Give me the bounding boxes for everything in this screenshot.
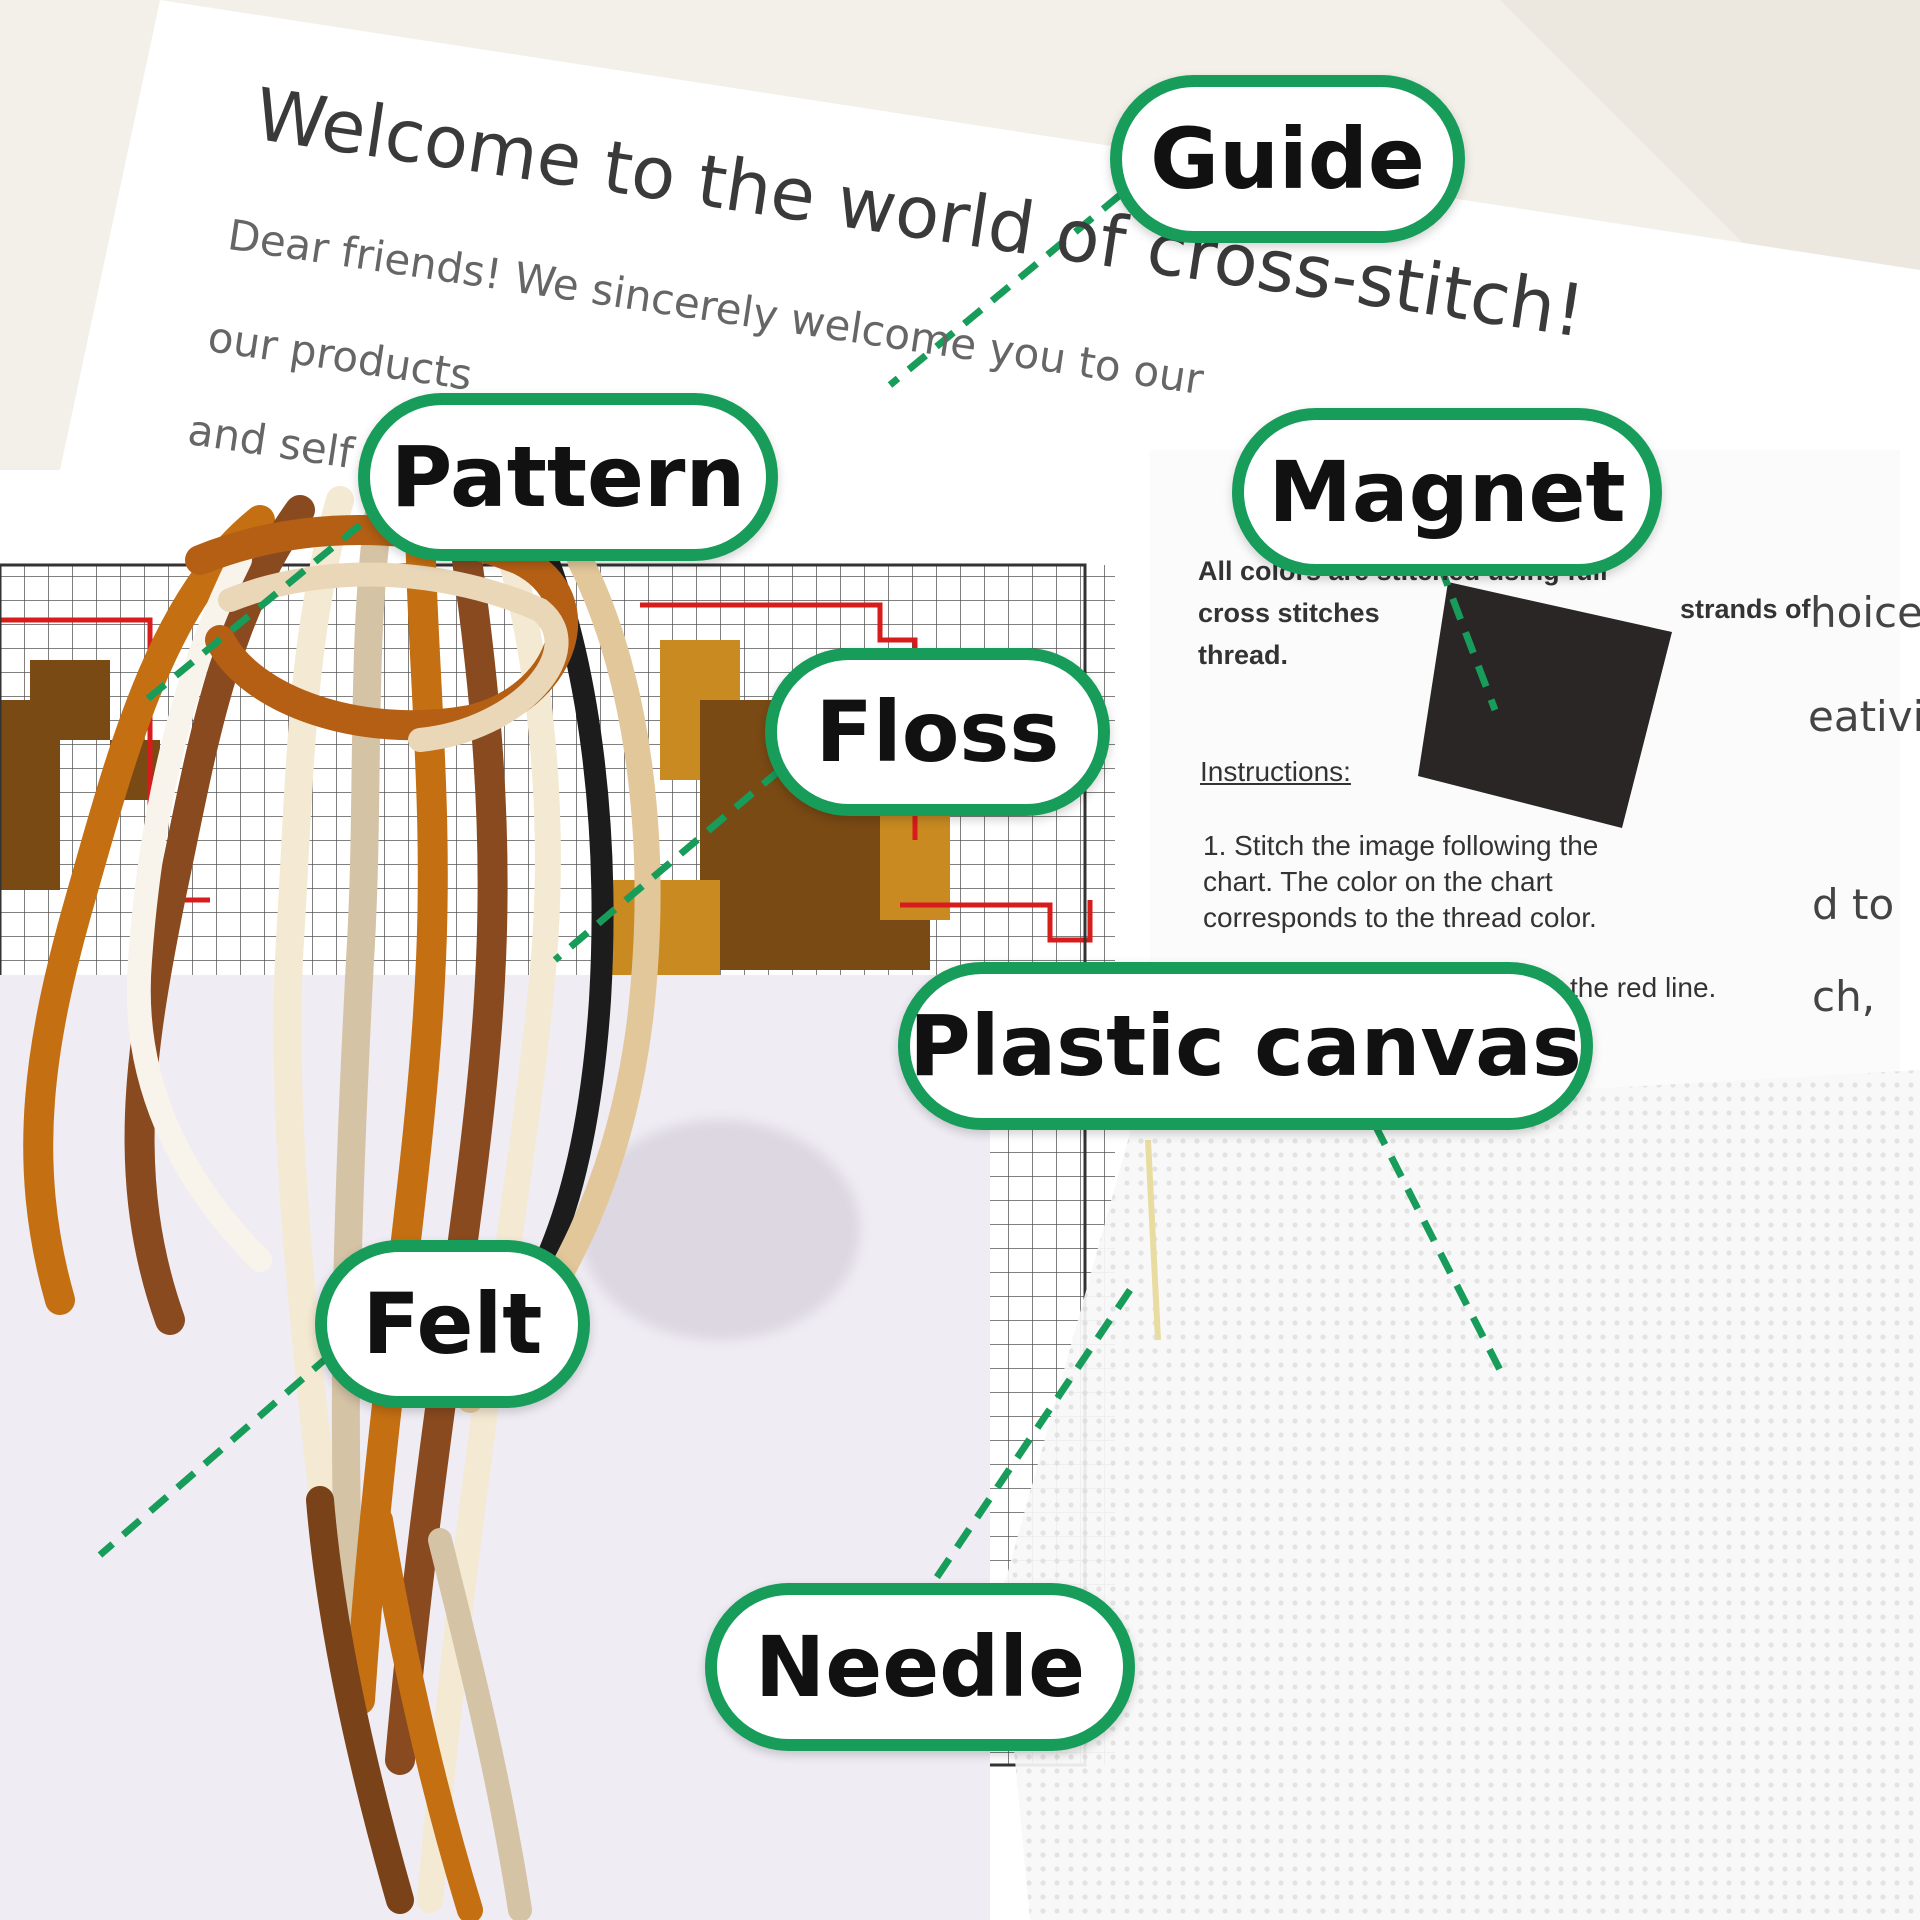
instructions-note-line: cross stitches [1198,598,1380,628]
instructions-step-line: chart. The color on the chart [1203,866,1553,897]
label-floss: Floss [765,648,1110,816]
label-magnet: Magnet [1232,408,1662,576]
leader-line-floss [552,767,783,963]
instructions-note-line: strands of [1680,594,1811,624]
label-plastic-canvas: Plastic canvas [898,962,1593,1130]
leader-line-felt [97,1352,333,1558]
guide-side-text: eativit [1808,692,1920,741]
plastic-canvas-holes [1000,1070,1920,1920]
label-guide: Guide [1110,75,1465,243]
instructions-step-line: 1. Stitch the image following the [1203,830,1599,861]
instructions-heading: Instructions: [1200,756,1351,787]
leader-lines [97,192,1504,1582]
felt-texture [580,1120,860,1340]
leader-line-pattern [137,522,363,708]
guide-side-text: d to [1812,880,1895,929]
needle [1145,1139,1161,1341]
instructions-note-line: thread. [1198,640,1289,670]
chart-outline [900,900,1093,943]
leader-line-magnet [1436,563,1499,712]
label-needle: Needle [705,1583,1135,1751]
leader-line-needle [932,1288,1133,1582]
chart-cell [0,700,60,890]
label-pattern: Pattern [358,393,778,561]
label-felt: Felt [315,1240,590,1408]
leader-line-guide [887,192,1123,388]
guide-side-text: ch, [1812,972,1876,1021]
magnet [1418,582,1672,828]
instructions-step-line: the red line. [1570,972,1717,1003]
instructions-step-line: corresponds to the thread color. [1203,902,1597,933]
leader-line-plastic-canvas [1371,1123,1504,1372]
guide-side-text: hoice [1810,588,1920,637]
chart-cell [610,880,720,980]
